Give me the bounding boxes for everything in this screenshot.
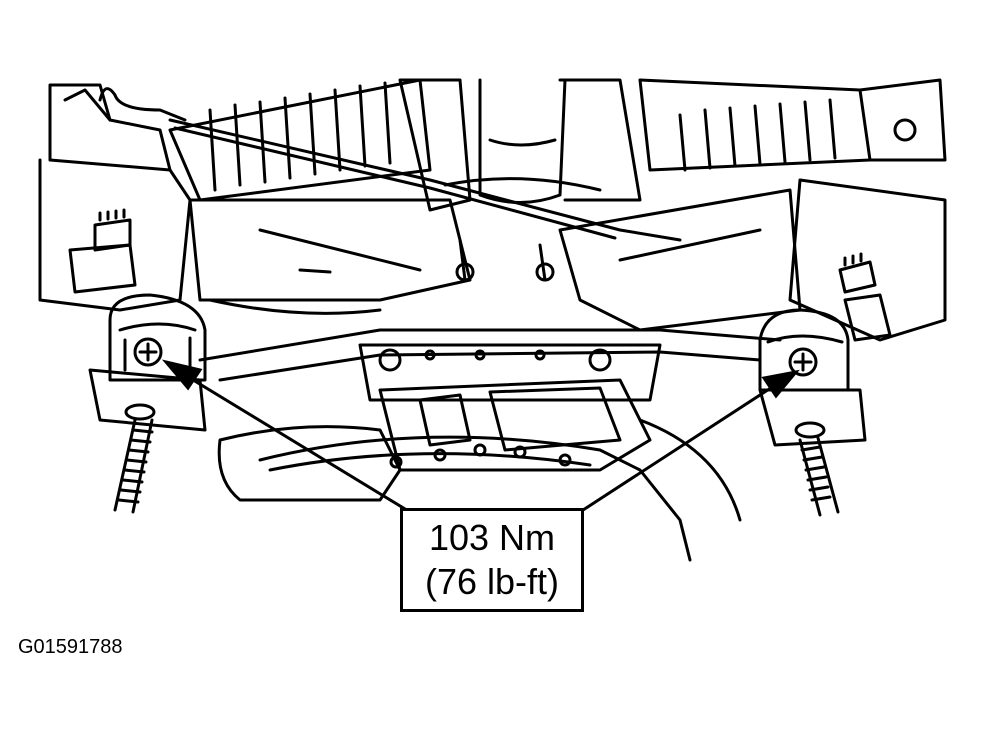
- leader-arrows: [161, 359, 800, 514]
- right-arrowhead: [761, 369, 800, 399]
- left-threaded-rod: [113, 418, 154, 514]
- right-threaded-rod: [798, 436, 840, 517]
- right-stud: [838, 252, 892, 342]
- lower-assembly: [217, 378, 742, 562]
- right-body-panel: [638, 78, 947, 342]
- left-bushing-mount: [88, 293, 207, 432]
- control-cable: [168, 118, 682, 282]
- left-stud: [68, 208, 137, 294]
- torque-lbft-label: (76 lb-ft): [424, 561, 560, 602]
- subframe-crossmember: [188, 188, 802, 402]
- right-bushing-mount: [758, 308, 867, 447]
- figure-id: G01591788: [18, 636, 123, 658]
- left-leader-line: [179, 370, 411, 514]
- right-leader-line: [579, 380, 781, 514]
- left-body-panel: [38, 78, 432, 312]
- torque-nm-label: 103 Nm: [428, 517, 556, 558]
- left-arrowhead: [161, 359, 203, 391]
- torque-callout-box: 103 Nm (76 lb-ft): [400, 508, 584, 612]
